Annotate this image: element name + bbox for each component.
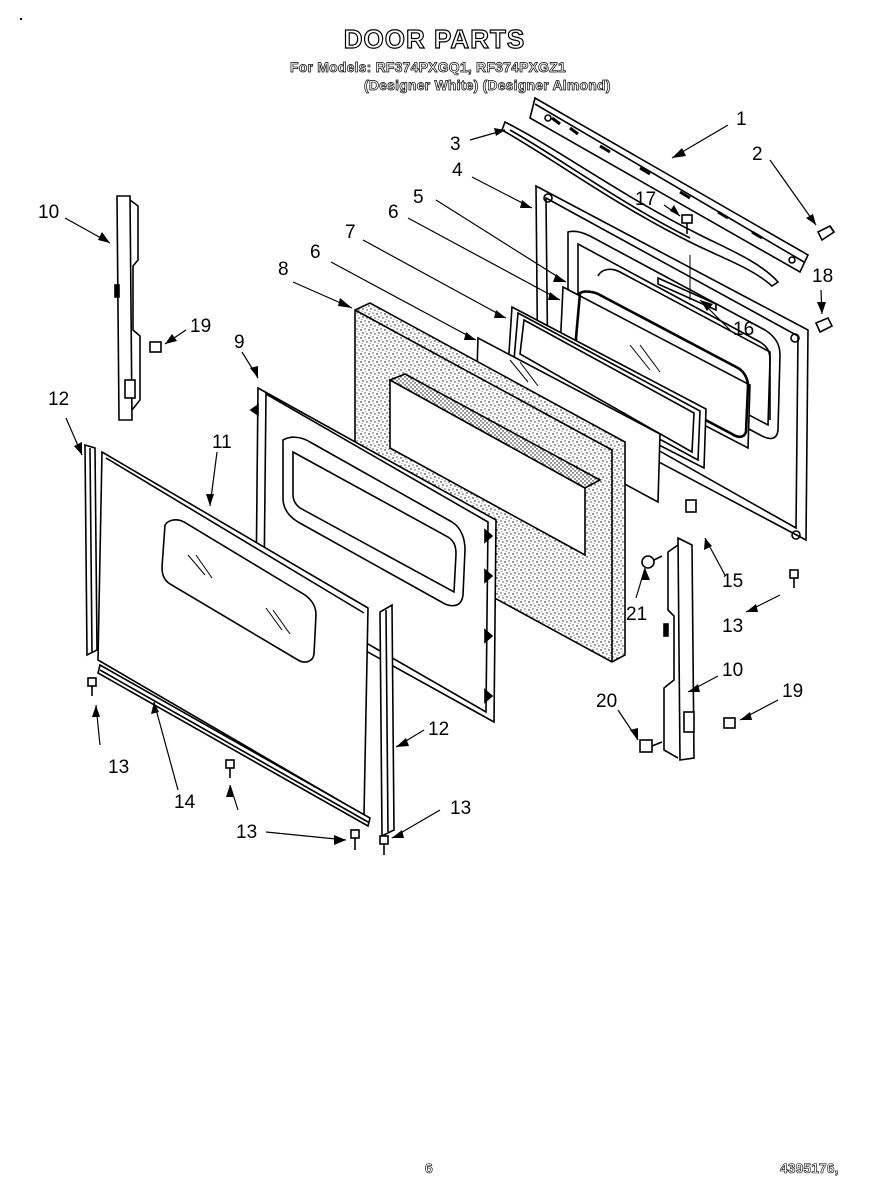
callout-21: 21 [626,604,647,625]
callout-12-left: 12 [48,389,69,410]
callout-5: 5 [413,187,424,208]
part-top-vent-trim [529,96,810,274]
part-glass-pack-frame [507,305,707,470]
callout-8: 8 [278,259,289,280]
callout-9: 9 [234,332,245,353]
part-door-handle [501,120,780,288]
callout-4: 4 [452,160,463,181]
callout-13-right: 13 [722,616,743,637]
callout-1: 1 [736,109,747,130]
part-clip-19-left [149,341,162,353]
callout-11: 11 [212,432,232,453]
part-screws-13 [87,569,799,855]
callout-6-lower: 6 [310,242,321,263]
callout-19-right: 19 [782,681,803,702]
part-bottom-trim [97,663,371,828]
colors-line: (Designer White) (Designer Almond) [364,77,611,94]
callout-2: 2 [752,144,763,165]
callout-13-left: 13 [108,757,129,778]
part-door-frame [249,386,497,724]
part-screw-18 [814,316,834,334]
callout-10-left: 10 [38,202,59,223]
part-bumper-21 [641,555,663,569]
part-clip-15 [685,499,697,513]
callout-19-left: 19 [190,316,211,337]
callout-3: 3 [450,134,461,155]
callout-12-right: 12 [428,719,449,740]
callout-13-lower-right: 13 [450,798,471,819]
leader-arrowheads [74,128,826,845]
callout-10-right: 10 [722,660,743,681]
callout-13-bottom: 13 [236,822,257,843]
part-door-insulation [354,302,626,663]
models-line: For Models: RF374PXGQ1, RF374PXGZ1 [290,59,567,76]
callout-20: 20 [596,691,617,712]
callout-labels: 1 2 3 4 5 6 6 7 8 9 10 10 11 12 12 13 13… [38,109,833,843]
part-screw-20 [639,739,663,753]
scan-speck [20,18,22,20]
callout-17: 17 [635,189,656,210]
part-side-trim-left [84,443,98,657]
callout-14: 14 [174,792,196,813]
document-number: 4395176, [780,1160,839,1177]
callout-16: 16 [733,319,754,340]
callout-18: 18 [812,266,833,287]
part-clip-19-right [723,717,736,729]
callout-7: 7 [345,222,356,243]
part-hinge-channel-right [663,536,695,761]
part-side-trim-right [379,603,395,838]
page-number: 6 [425,1160,433,1177]
part-screw-17 [681,214,693,234]
part-hinge-channel-left [114,195,141,421]
part-screw-2 [816,224,836,242]
page-title: DOOR PARTS [343,23,526,54]
callout-15: 15 [722,571,743,592]
callout-6-upper: 6 [388,202,399,223]
